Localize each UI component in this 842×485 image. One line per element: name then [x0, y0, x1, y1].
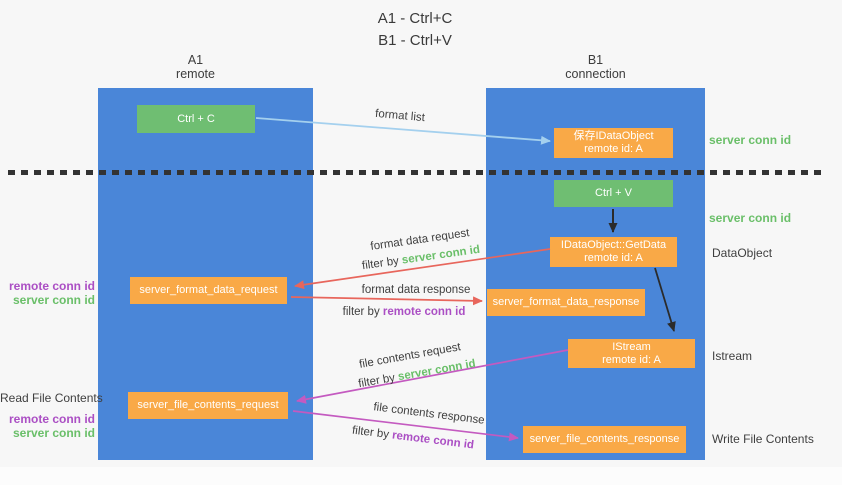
label-format-data-response: format data response [361, 284, 471, 296]
node-istream: IStream remote id: A [568, 339, 695, 368]
node-idataobject-getdata: IDataObject::GetData remote id: A [550, 237, 677, 267]
lane-a1-role: remote [176, 67, 215, 81]
label-server-conn-id-right-top: server conn id [709, 133, 792, 147]
remote-conn-id-text: remote conn id [391, 429, 475, 452]
label-server-conn-id-left-1: server conn id [12, 293, 95, 307]
label-file-contents-response: file contents response [372, 401, 486, 427]
lane-a1-name: A1 [187, 53, 204, 67]
remote-conn-id-text: remote conn id [382, 306, 466, 318]
node-getdata-line1: IDataObject::GetData [560, 239, 667, 251]
node-server-format-data-response: server_format_data_response [487, 289, 645, 316]
lane-b1-name: B1 [587, 53, 604, 67]
separator-dotted-line [8, 170, 827, 175]
node-ctrl-c-label: Ctrl + C [177, 112, 215, 125]
node-ctrl-c: Ctrl + C [137, 105, 255, 133]
node-istream-line2: remote id: A [602, 353, 661, 366]
filter-by-text: filter by [357, 371, 397, 391]
node-server-format-data-request-label: server_format_data_request [139, 284, 278, 296]
node-istream-line1: IStream [612, 340, 651, 353]
filter-by-text: filter by [351, 424, 390, 441]
lane-b1-header: B1 connection [486, 53, 705, 81]
lane-b1-role: connection [565, 67, 626, 81]
title-line-1: A1 - Ctrl+C [377, 10, 453, 27]
label-read-file-contents: Read File Contents [0, 391, 103, 405]
server-conn-id-text: server conn id [401, 243, 481, 267]
label-write-file-contents: Write File Contents [712, 432, 814, 446]
bottom-strip [0, 467, 842, 485]
title-line-2: B1 - Ctrl+V [378, 32, 452, 49]
node-save-idataobject: 保存IDataObject remote id: A [554, 128, 673, 158]
node-server-format-data-response-label: server_format_data_response [492, 296, 640, 308]
node-ctrl-v: Ctrl + V [554, 180, 673, 207]
diagram-title: A1 - Ctrl+C B1 - Ctrl+V [310, 8, 520, 52]
node-server-file-contents-request-label: server_file_contents_request [137, 399, 279, 411]
node-save-idataobject-line2: remote id: A [584, 143, 643, 155]
node-server-file-contents-response: server_file_contents_response [523, 426, 686, 453]
filter-by-text: filter by [342, 306, 380, 318]
arrow-format-data-response [290, 296, 483, 306]
node-save-idataobject-line1: 保存IDataObject [573, 130, 654, 142]
lane-a1-header: A1 remote [88, 53, 303, 81]
label-istream: Istream [712, 349, 753, 363]
node-ctrl-v-label: Ctrl + V [595, 187, 632, 199]
label-server-conn-id-right-mid: server conn id [709, 211, 792, 225]
label-remote-conn-id-left-2: remote conn id [8, 412, 95, 426]
label-dataobject: DataObject [712, 246, 773, 260]
node-getdata-line2: remote id: A [584, 252, 643, 264]
label-format-list: format list [374, 107, 426, 125]
label-filter-by-remote-conn-id-2: filter by remote conn id [351, 425, 474, 452]
label-filter-by-remote-conn-id-1: filter by remote conn id [343, 306, 466, 318]
label-server-conn-id-left-2: server conn id [12, 426, 95, 440]
node-server-file-contents-response-label: server_file_contents_response [529, 433, 680, 445]
node-server-format-data-request: server_format_data_request [130, 277, 287, 304]
label-remote-conn-id-left-1: remote conn id [8, 279, 95, 293]
filter-by-text: filter by [361, 255, 400, 273]
node-server-file-contents-request: server_file_contents_request [128, 392, 288, 419]
